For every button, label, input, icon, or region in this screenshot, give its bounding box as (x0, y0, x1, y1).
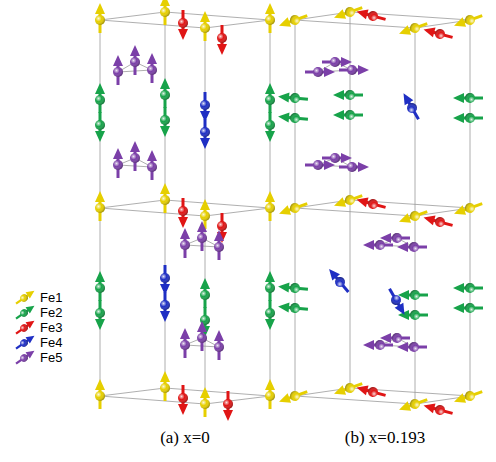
legend-label: Fe4 (40, 335, 62, 350)
spins-a (95, 0, 275, 421)
legend-label: Fe1 (40, 290, 62, 305)
legend-label: Fe2 (40, 305, 62, 320)
panel-caption: (b) x=0.193 (345, 428, 425, 448)
legend-arrows (14, 288, 37, 367)
unit-cell-a (100, 12, 270, 404)
unit-cell-b (295, 12, 470, 404)
spins-b (277, 3, 484, 418)
legend-label: Fe3 (40, 320, 62, 335)
legend-label: Fe5 (40, 350, 62, 365)
panel-caption: (a) x=0 (160, 428, 210, 448)
